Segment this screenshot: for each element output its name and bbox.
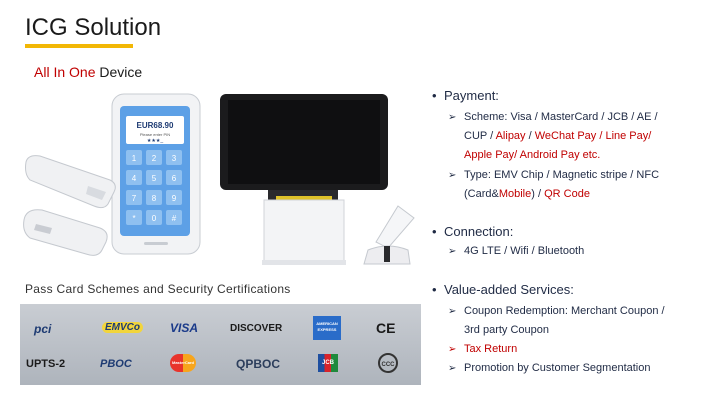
countertop-terminal-image — [23, 155, 116, 256]
keypad-key-label: 2 — [152, 154, 157, 163]
ccc-logo: CCC — [378, 353, 398, 373]
vas-title: Value-added Services: — [444, 282, 574, 297]
arrow-icon: ➢ — [448, 170, 457, 181]
visa-logo: VISA — [170, 321, 199, 335]
scheme-line2: CUP / Alipay / WeChat Pay / Line Pay/ — [464, 130, 652, 142]
handheld-pos-image: EUR68.90 Please enter PIN ★★★_ 1 2 3 4 5 6 7 8 9… — [111, 93, 201, 255]
arrow-icon: ➢ — [448, 112, 457, 123]
keypad-key-label: 6 — [172, 174, 177, 183]
keypad-key — [166, 210, 182, 225]
payment-scheme-item: ➢ Scheme: Visa / MasterCard / JCB / AE /… — [448, 108, 714, 165]
jcb-logo: JCB — [318, 354, 338, 372]
keypad-key-label: 8 — [152, 194, 157, 203]
pos-keypad: 1 2 3 4 5 6 7 8 9 * 0 # — [126, 150, 182, 225]
pos-amount: EUR68.90 — [137, 121, 174, 130]
payment-heading: •Payment: — [432, 88, 499, 103]
arrow-icon: ➢ — [448, 246, 457, 257]
arrow-icon: ➢ — [448, 344, 457, 355]
keypad-key-label: 1 — [132, 154, 137, 163]
coupon-line1: Coupon Redemption: Merchant Coupon / — [464, 305, 665, 317]
page-subtitle: All In One Device — [34, 64, 142, 80]
keypad-key — [166, 150, 182, 165]
amex-logo: AMERICAN EXPRESS — [313, 316, 341, 340]
page-title: ICG Solution — [25, 14, 162, 41]
discover-logo: DISCOVER — [230, 323, 283, 334]
keypad-key — [126, 170, 142, 185]
pboc-logo: PBOC — [100, 358, 132, 370]
certifications-label: Pass Card Schemes and Security Certifica… — [25, 282, 291, 296]
keypad-key-label: 4 — [132, 174, 137, 183]
keypad-key — [126, 150, 142, 165]
subtitle-highlight: All In One — [34, 64, 96, 80]
arrow-icon: ➢ — [448, 306, 457, 317]
keypad-key-label: 0 — [152, 214, 157, 223]
keypad-key-label: # — [172, 214, 177, 223]
mastercard-logo: MasterCard — [170, 354, 196, 372]
keypad-key — [166, 190, 182, 205]
type-line2: (Card&Mobile) / QR Code — [464, 188, 590, 200]
keypad-key — [146, 210, 162, 225]
keypad-key-label: 9 — [172, 194, 177, 203]
promo-text: Promotion by Customer Segmentation — [464, 362, 651, 374]
keypad-key — [166, 170, 182, 185]
connection-item: ➢ 4G LTE / Wifi / Bluetooth — [448, 242, 714, 261]
qpboc-logo: QPBOC — [236, 357, 281, 371]
arrow-icon: ➢ — [448, 363, 457, 374]
connection-title: Connection: — [444, 224, 514, 239]
keypad-key — [126, 190, 142, 205]
payment-type-item: ➢ Type: EMV Chip / Magnetic stripe / NFC… — [448, 166, 714, 204]
pos-pin-mask: ★★★_ — [147, 138, 163, 144]
keypad-key-label: * — [132, 214, 135, 223]
coupon-line2: 3rd party Coupon — [464, 324, 549, 336]
keypad-key — [146, 150, 162, 165]
coupon-item: ➢ Coupon Redemption: Merchant Coupon / 3… — [448, 302, 714, 340]
keypad-key — [146, 190, 162, 205]
stand-device-image — [363, 205, 415, 265]
ce-logo: CE — [376, 320, 396, 336]
emvco-logo: EMVCo — [102, 322, 143, 333]
vas-heading: •Value-added Services: — [432, 282, 574, 297]
certifications-logo-panel: pci EMVCo VISA DISCOVER AMERICAN EXPRESS… — [20, 304, 421, 385]
keypad-key-label: 5 — [152, 174, 157, 183]
promo-item: ➢ Promotion by Customer Segmentation — [448, 359, 714, 378]
scheme-line1: Scheme: Visa / MasterCard / JCB / AE / — [464, 111, 658, 123]
pci-logo: pci — [34, 322, 52, 336]
payment-title: Payment: — [444, 88, 499, 103]
connection-text: 4G LTE / Wifi / Bluetooth — [464, 245, 585, 257]
tax-text: Tax Return — [464, 343, 518, 355]
keypad-key — [146, 170, 162, 185]
upts-logo: UPTS-2 — [26, 358, 66, 370]
tax-item: ➢ Tax Return — [448, 340, 714, 359]
subtitle-text: Device — [99, 64, 143, 80]
connection-heading: •Connection: — [432, 224, 514, 239]
title-underline — [25, 44, 133, 48]
keypad-key-label: 3 — [172, 154, 177, 163]
keypad-key — [126, 210, 142, 225]
tablet-stand-image — [220, 94, 388, 265]
pos-pin-label: Please enter PIN — [140, 132, 170, 137]
keypad-key-label: 7 — [132, 194, 137, 203]
type-line1: Type: EMV Chip / Magnetic stripe / NFC — [464, 169, 660, 181]
scheme-line3: Apple Pay/ Android Pay etc. — [464, 149, 601, 161]
